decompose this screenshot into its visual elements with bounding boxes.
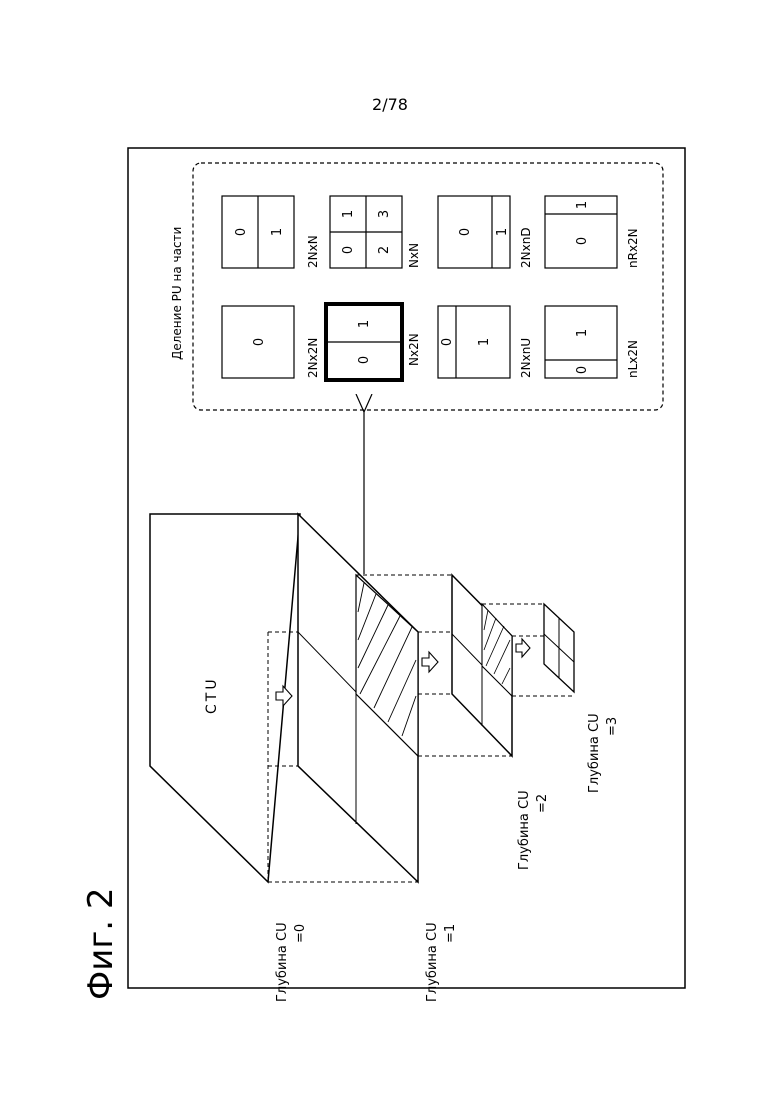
depth-label-3: Глубина CU =3 (587, 713, 620, 793)
svg-text:0: 0 (575, 237, 590, 245)
svg-text:0: 0 (357, 356, 372, 364)
partition-name: nRx2N (626, 228, 640, 268)
depth-label-0: Глубина CU =0 (275, 922, 308, 1002)
partition-name: nLx2N (626, 340, 640, 378)
svg-text:0: 0 (458, 228, 473, 236)
depth-label-2: Глубина CU =2 (517, 790, 550, 870)
svg-text:1: 1 (477, 338, 492, 346)
svg-text:=1: =1 (443, 924, 458, 943)
svg-text:1: 1 (575, 201, 590, 209)
svg-text:0: 0 (341, 246, 356, 254)
partition-nRx2N: 0 1 nRx2N (545, 196, 640, 268)
partition-name: 2NxN (306, 235, 320, 268)
partition-name: 2NxnD (519, 227, 533, 268)
partition-name: NxN (407, 243, 421, 268)
cu-depth-2 (452, 575, 512, 756)
svg-text:2: 2 (377, 246, 392, 254)
partition-2NxnD: 0 1 2NxnD (438, 196, 533, 268)
depth-label-1: Глубина CU =1 (425, 922, 458, 1002)
partition-nLx2N: 0 1 nLx2N (545, 306, 640, 378)
svg-text:Глубина CU: Глубина CU (275, 922, 290, 1002)
down-arrow-icon (516, 639, 530, 657)
partition-2NxN: 0 1 2NxN (222, 196, 320, 268)
figure-title: Фиг. 2 (81, 888, 121, 1000)
partition-2NxnU: 0 1 2NxnU (438, 306, 533, 378)
partition-name: 2Nx2N (306, 338, 320, 378)
svg-text:0: 0 (234, 228, 249, 236)
partition-2Nx2N: 0 2Nx2N (222, 306, 320, 378)
svg-text:Глубина CU: Глубина CU (587, 713, 602, 793)
partition-NxN: 0 1 2 3 NxN (330, 196, 421, 268)
cu-depth-1 (298, 514, 418, 882)
svg-text:1: 1 (341, 210, 356, 218)
down-arrow-icon (422, 652, 438, 672)
pu-panel-title: Деление PU на части (170, 227, 184, 360)
svg-text:1: 1 (270, 228, 285, 236)
svg-text:0: 0 (440, 338, 455, 346)
svg-text:=0: =0 (293, 924, 308, 943)
cu-depth-3 (544, 604, 574, 692)
ctu-label: CTU (204, 676, 220, 714)
svg-text:=2: =2 (535, 794, 550, 813)
svg-text:0: 0 (575, 366, 590, 374)
svg-text:0: 0 (252, 338, 267, 346)
svg-text:1: 1 (575, 329, 590, 337)
svg-text:Глубина CU: Глубина CU (425, 922, 440, 1002)
svg-text:1: 1 (357, 320, 372, 328)
partition-name: Nx2N (407, 333, 421, 366)
partition-name: 2NxnU (519, 338, 533, 378)
svg-text:=3: =3 (605, 717, 620, 736)
svg-text:3: 3 (377, 210, 392, 218)
partition-Nx2N: 0 1 Nx2N (326, 304, 421, 380)
svg-text:Глубина CU: Глубина CU (517, 790, 532, 870)
svg-text:1: 1 (495, 228, 510, 236)
